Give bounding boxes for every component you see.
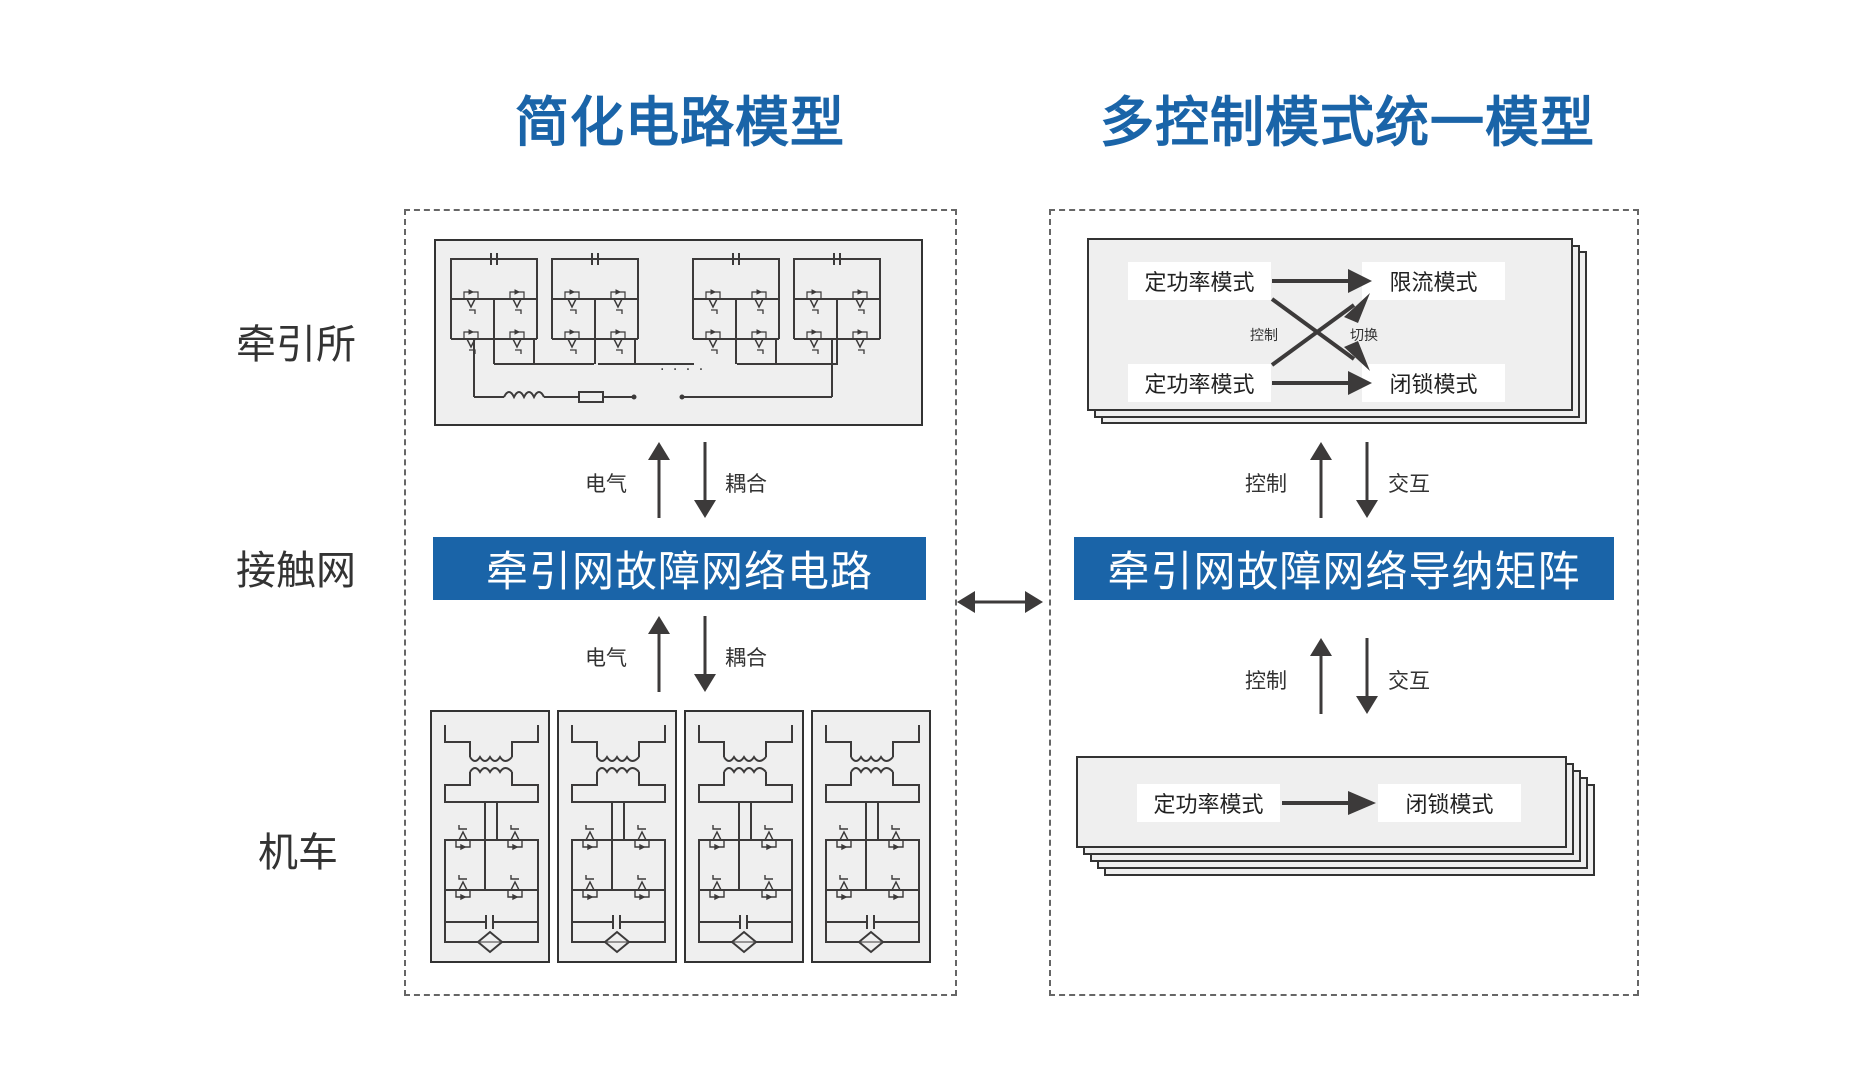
right-title: 多控制模式统一模型 [1100, 91, 1595, 154]
cross-control-label: 控制 [1250, 328, 1278, 344]
fault-network-admittance-matrix-bar: 牵引网故障网络导纳矩阵 [1074, 537, 1614, 600]
electrical-up-arrow-head [648, 442, 670, 460]
locomotive-circuit-panel [557, 710, 677, 963]
mode-box-blocking: 闭锁模式 [1362, 364, 1505, 402]
locomotive-circuit-diagram [698, 725, 793, 954]
substation-ellipsis: · · · · [660, 362, 706, 378]
substation-circuit-diagram [450, 253, 881, 403]
locomotive-circuit-diagram [825, 725, 920, 954]
right-upper-arrows [1310, 442, 1378, 518]
locomotive-circuit-panel [684, 710, 804, 963]
left-model-container [404, 209, 957, 996]
left-upper-coupling-label: 耦合 [725, 472, 767, 496]
mode-box-constant-power-bottom: 定功率模式 [1128, 364, 1271, 402]
mode-switch-arrows [1270, 269, 1372, 395]
right-lower-control-label: 控制 [1245, 669, 1287, 693]
left-upper-electrical-label: 电气 [585, 472, 627, 496]
mode-box-current-limit: 限流模式 [1362, 262, 1505, 300]
right-upper-interaction-label: 交互 [1388, 472, 1430, 496]
locomotive-circuit-panel [430, 710, 550, 963]
lower-mode-box-constant-power: 定功率模式 [1137, 784, 1280, 822]
row-label-catenary: 接触网 [236, 548, 356, 594]
coupling-down-arrow-head [694, 500, 716, 518]
locomotive-circuit-diagram [444, 725, 539, 954]
bidirectional-link-arrow [957, 591, 1043, 613]
lower-mode-arrow [1282, 791, 1376, 815]
locomotive-circuit-panel [811, 710, 931, 963]
cross-switch-label: 切换 [1350, 328, 1378, 344]
row-label-locomotive: 机车 [258, 830, 338, 876]
right-model-container [1049, 209, 1639, 996]
row-label-substation: 牵引所 [236, 322, 356, 368]
left-title: 简化电路模型 [515, 91, 845, 154]
left-upper-arrows [648, 442, 716, 518]
right-upper-control-label: 控制 [1245, 472, 1287, 496]
right-lower-interaction-label: 交互 [1388, 669, 1430, 693]
locomotive-circuit-diagram [571, 725, 666, 954]
mode-box-constant-power-top: 定功率模式 [1128, 262, 1271, 300]
fault-network-circuit-bar: 牵引网故障网络电路 [433, 537, 926, 600]
right-lower-arrows [1310, 638, 1378, 714]
substation-circuit-panel [434, 239, 923, 426]
left-lower-arrows [648, 616, 716, 692]
lower-mode-box-blocking: 闭锁模式 [1378, 784, 1521, 822]
left-lower-electrical-label: 电气 [585, 646, 627, 670]
left-lower-coupling-label: 耦合 [725, 646, 767, 670]
